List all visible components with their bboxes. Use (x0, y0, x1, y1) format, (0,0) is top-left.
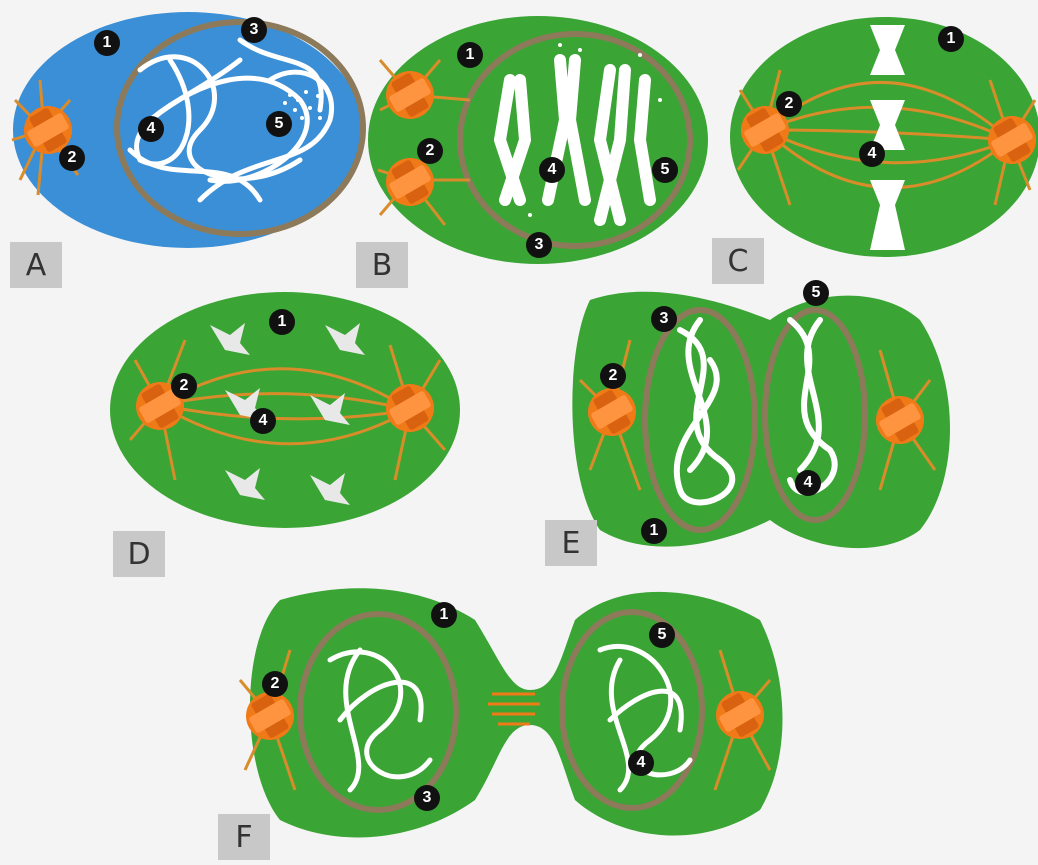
marker-c-4: 4 (859, 141, 885, 167)
panel-b-cell (368, 16, 708, 264)
marker-a-2: 2 (59, 145, 85, 171)
marker-a-3: 3 (241, 17, 267, 43)
marker-a-5: 5 (266, 111, 292, 137)
panel-e-cell (572, 292, 950, 548)
panel-label-a: A (10, 242, 62, 288)
panel-c-cell (730, 17, 1038, 257)
marker-f-2: 2 (262, 671, 288, 697)
marker-f-1: 1 (431, 602, 457, 628)
marker-c-2: 2 (776, 91, 802, 117)
marker-d-1: 1 (269, 309, 295, 335)
panel-label-c: C (712, 238, 764, 284)
marker-f-4: 4 (628, 750, 654, 776)
marker-b-4: 4 (539, 157, 565, 183)
marker-e-1: 1 (641, 518, 667, 544)
marker-f-3: 3 (414, 785, 440, 811)
marker-b-5: 5 (652, 157, 678, 183)
marker-e-2: 2 (600, 363, 626, 389)
marker-c-1: 1 (938, 26, 964, 52)
marker-e-4: 4 (795, 470, 821, 496)
marker-d-4: 4 (250, 408, 276, 434)
marker-a-4: 4 (138, 116, 164, 142)
marker-e-3: 3 (651, 306, 677, 332)
marker-d-2: 2 (171, 373, 197, 399)
marker-b-3: 3 (526, 232, 552, 258)
marker-b-1: 1 (457, 42, 483, 68)
panel-label-f: F (218, 814, 270, 860)
panel-label-d: D (113, 531, 165, 577)
panel-a-cell (12, 12, 363, 248)
marker-e-5: 5 (803, 280, 829, 306)
panel-label-e: E (545, 520, 597, 566)
marker-a-1: 1 (94, 30, 120, 56)
marker-f-5: 5 (649, 622, 675, 648)
panel-label-b: B (356, 242, 408, 288)
marker-b-2: 2 (417, 138, 443, 164)
panel-f-cell (240, 588, 783, 837)
